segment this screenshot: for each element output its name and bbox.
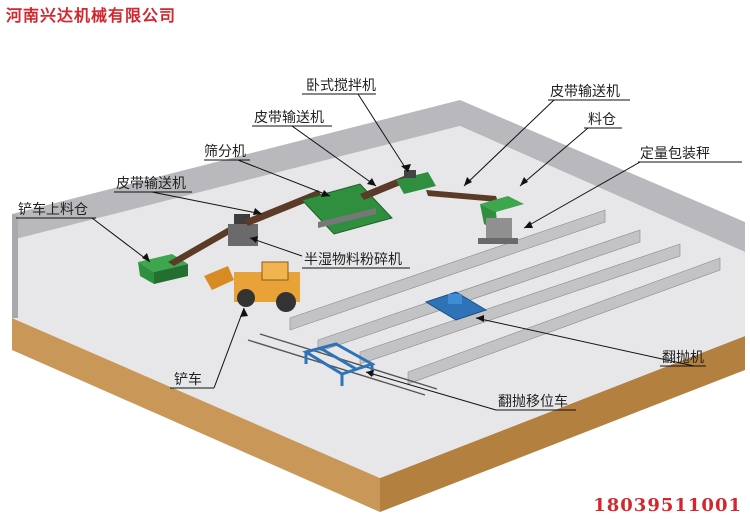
leader-lines xyxy=(91,93,695,411)
crusher-motor xyxy=(234,214,250,224)
leader-belt-conveyor-top xyxy=(291,125,377,187)
leader-packing-scale xyxy=(523,161,641,229)
arrowhead xyxy=(253,208,262,215)
belt-conveyor-top xyxy=(360,176,408,200)
horizontal-mixer xyxy=(396,170,436,194)
leader-screening-machine xyxy=(237,159,331,197)
label-loader-hopper: 铲车上料仓 xyxy=(18,201,88,218)
leader-horizontal-mixer xyxy=(357,93,409,173)
crusher-body xyxy=(228,224,258,246)
belt-conveyor-right xyxy=(426,190,498,202)
back-wall xyxy=(12,100,745,252)
arrowhead xyxy=(250,236,258,243)
loader-wheel xyxy=(237,289,255,307)
label-belt-conveyor-top: 皮带输送机 xyxy=(254,110,324,126)
packing-scale xyxy=(478,218,518,244)
label-belt-conveyor-right: 皮带输送机 xyxy=(550,84,620,100)
transfer-rail xyxy=(259,333,438,390)
transfer-rail xyxy=(247,339,426,396)
platform-front-face xyxy=(12,318,380,512)
transfer-car xyxy=(302,342,376,386)
turner-cab xyxy=(448,294,462,304)
arrowhead xyxy=(321,190,330,197)
leader-belt-conveyor-left xyxy=(151,191,263,215)
arrowhead xyxy=(366,370,374,377)
leader-crusher xyxy=(249,237,303,257)
arrowhead xyxy=(464,177,472,186)
floor xyxy=(12,126,745,478)
leader-turner xyxy=(475,317,695,367)
leader-belt-conveyor-right xyxy=(463,99,555,187)
loader xyxy=(204,261,300,312)
bin-top xyxy=(480,196,524,212)
label-transfer-car: 翻抛移位车 xyxy=(498,393,568,410)
label-bin: 料仓 xyxy=(588,112,616,128)
label-horizontal-mixer: 卧式搅拌机 xyxy=(306,78,376,94)
hopper-body xyxy=(138,262,154,284)
trough-wall xyxy=(359,243,681,365)
turner xyxy=(424,291,488,321)
leader-arrowheads xyxy=(142,164,533,377)
loader-cab xyxy=(261,261,289,281)
phone-number: 18039511001 xyxy=(593,495,742,516)
arrowhead xyxy=(476,315,484,322)
crusher xyxy=(228,214,258,246)
company-name: 河南兴达机械有限公司 xyxy=(6,6,177,25)
arrowhead xyxy=(240,308,248,317)
turner-frame xyxy=(424,291,488,321)
hopper-side xyxy=(154,264,188,284)
trough-wall xyxy=(289,209,606,331)
scale-frame xyxy=(486,218,512,240)
platform-right-face xyxy=(380,336,745,512)
arrowhead xyxy=(401,164,411,172)
leader-loader xyxy=(213,307,245,389)
label-underlines xyxy=(16,93,742,411)
arrowhead xyxy=(520,177,528,186)
arrowhead xyxy=(142,253,150,262)
left-wall-edge xyxy=(12,214,18,318)
label-turner: 翻抛机 xyxy=(662,350,704,366)
leader-transfer-car xyxy=(365,371,497,411)
arrowhead xyxy=(524,221,533,228)
label-packing-scale: 定量包装秤 xyxy=(640,146,710,162)
label-belt-conveyor-left: 皮带输送机 xyxy=(116,176,186,192)
screener-stand xyxy=(318,208,376,228)
loader-wheel xyxy=(276,292,296,312)
label-crusher: 半湿物料粉碎机 xyxy=(304,252,402,268)
scale-base xyxy=(478,238,518,244)
loader-bucket xyxy=(204,266,234,290)
leader-bin xyxy=(519,127,589,187)
belt-conveyor-middle xyxy=(244,190,322,226)
mixer-drive xyxy=(404,170,416,178)
label-screening-machine: 筛分机 xyxy=(204,144,246,160)
arrowhead xyxy=(367,178,376,186)
transfer-car-beam xyxy=(319,346,357,371)
leader-loader-hopper xyxy=(91,217,151,263)
fermentation-troughs xyxy=(289,209,721,385)
label-loader: 铲车 xyxy=(174,371,202,388)
